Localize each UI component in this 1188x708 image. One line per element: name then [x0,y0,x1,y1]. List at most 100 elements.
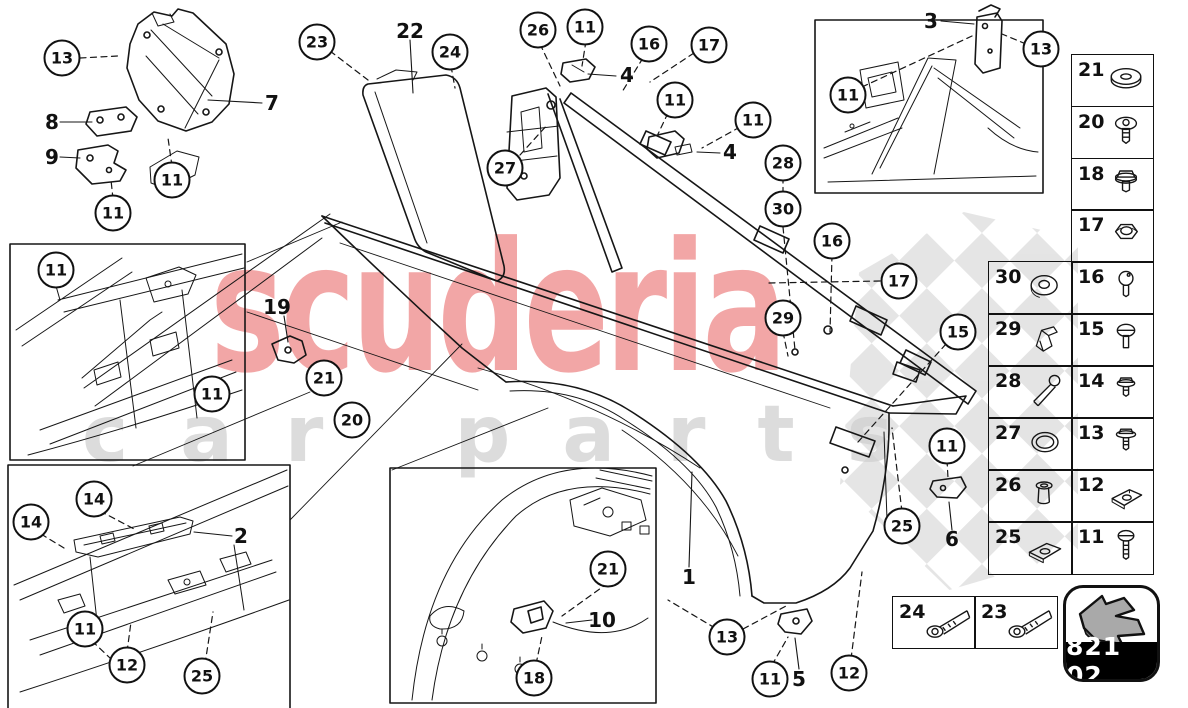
inset-box-bottom-middle [389,467,657,704]
callout-17: 17 [880,262,918,300]
callout-11: 11 [928,427,966,465]
icon-sleeve [1035,481,1053,505]
part-label-10: 10 [588,608,616,632]
fastener-cell-13: 13 [1071,417,1154,471]
bracket-6-drawing [929,476,967,499]
part-label-3: 3 [924,9,938,33]
part-label-7: 7 [265,91,279,115]
fastener-cell-15: 15 [1071,313,1154,367]
callout-24: 24 [431,33,469,71]
icon-spring-clip [1035,326,1058,352]
inset-box-top-right [814,4,1044,194]
callout-11: 11 [829,76,867,114]
inset-box-bottom-left [7,464,291,708]
dashed-leader-lines [40,33,1027,666]
fastener-cell-20: 20 [1071,105,1154,160]
part-label-4: 4 [723,140,737,164]
fastener-number: 28 [995,370,1022,392]
fastener-number: 20 [1078,110,1105,133]
fastener-cell-17: 17 [1071,209,1154,263]
fastener-cell-12: 12 [1071,469,1154,523]
callout-11: 11 [153,161,191,199]
fastener-number: 23 [981,601,1008,623]
part-code-label: 821 02 [1066,632,1157,679]
fastener-number: 27 [995,422,1022,444]
fastener-number: 14 [1078,370,1105,392]
fastener-number: 25 [995,526,1022,548]
callout-11: 11 [734,101,772,139]
callout-11: 11 [751,660,789,698]
watermark-brand-text: scuderia [210,203,787,413]
trim-rail-drawing [563,92,977,405]
fastener-cell-18: 18 [1071,157,1154,211]
icon-washer [1110,68,1142,89]
callout-11: 11 [566,8,604,46]
icon-flange-bolt [1114,169,1138,193]
fastener-cell-24: 24 [892,596,976,649]
fastener-number: 29 [995,318,1022,340]
part-label-4: 4 [620,63,634,87]
fastener-cell-14: 14 [1071,365,1154,419]
fastener-number: 26 [995,474,1022,496]
part-code-box: 821 02 [1063,585,1160,682]
callout-26: 26 [519,11,557,49]
fastener-number: 16 [1078,266,1105,288]
callout-11: 11 [656,81,694,119]
fastener-cell-16: 16 [1071,261,1154,315]
callout-25: 25 [883,507,921,545]
bracket-9-drawing [75,144,127,185]
callout-23: 23 [298,23,336,61]
fastener-cell-11: 11 [1071,521,1154,575]
fender-1-drawing [321,215,967,604]
callout-14: 14 [12,503,50,541]
callout-28: 28 [764,144,802,182]
clip-4a-drawing [560,58,596,83]
fastener-number: 17 [1078,214,1105,237]
part-label-2: 2 [234,524,248,548]
callout-25: 25 [183,657,221,695]
icon-oring [1030,431,1059,453]
callout-12: 12 [830,654,868,692]
part-label-6: 6 [945,527,959,551]
icon-washer-screw [1115,428,1137,451]
part-label-8: 8 [45,110,59,134]
callout-11: 11 [37,251,75,289]
icon-dome-rivet [1116,323,1136,349]
callout-16: 16 [813,222,851,260]
icon-dome-screw [1118,270,1134,298]
fastener-cell-30: 30 [988,261,1073,315]
bracket-7-drawing [126,8,235,132]
callout-16: 16 [630,25,668,63]
icon-hex-nut [1114,224,1138,240]
callout-20: 20 [333,401,371,439]
fastener-cell-28: 28 [988,365,1073,419]
fastener-number: 30 [995,266,1022,288]
body-contour-lines [81,150,331,407]
icon-flange-screw [1116,377,1136,397]
panel-22-drawing [362,69,506,282]
solid-leader-lines [59,20,975,670]
bracket-8-drawing [85,106,138,137]
part-label-5: 5 [792,667,806,691]
fastener-cell-27: 27 [988,417,1073,471]
callout-21: 21 [589,550,627,588]
callout-17: 17 [690,26,728,64]
callout-30: 30 [764,190,802,228]
fastener-number: 12 [1078,474,1105,496]
part-label-19: 19 [263,295,291,319]
bracket-27-cluster-drawing [506,87,623,273]
bracket-19-drawing [271,335,307,364]
icon-long-screw [1008,610,1052,638]
callout-27: 27 [486,149,524,187]
fastener-number: 18 [1078,162,1105,185]
callout-29: 29 [764,299,802,337]
icon-flat-clip [1028,542,1061,564]
icon-grommet [1029,275,1058,299]
fastener-cell-21: 21 [1071,54,1154,108]
fastener-cell-25: 25 [988,521,1073,575]
part-label-9: 9 [45,145,59,169]
icon-pan-screw [1114,116,1138,144]
callout-13: 13 [1022,30,1060,68]
fastener-number: 11 [1078,526,1105,548]
